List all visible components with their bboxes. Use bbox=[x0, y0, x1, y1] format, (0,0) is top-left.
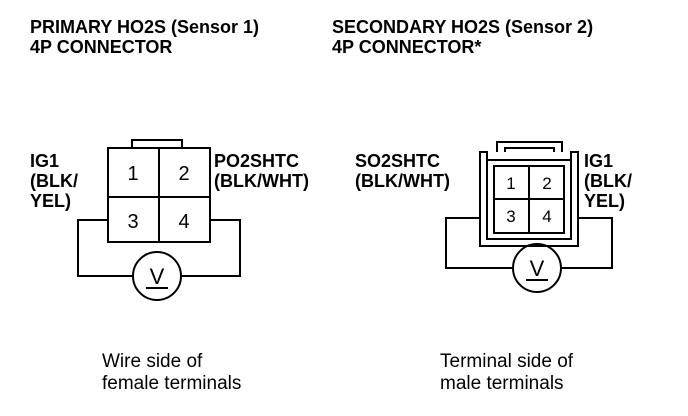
secondary-test-wiring bbox=[445, 217, 613, 293]
primary-caption-line2: female terminals bbox=[102, 373, 242, 394]
primary-title-line1: PRIMARY HO2S (Sensor 1) bbox=[30, 17, 260, 37]
primary-left-label-2: (BLK/ bbox=[30, 171, 78, 191]
secondary-pin-4: 4 bbox=[542, 207, 551, 226]
secondary-voltmeter-icon bbox=[512, 243, 562, 293]
secondary-wire-left bbox=[445, 217, 512, 269]
primary-wire-left bbox=[77, 219, 132, 277]
secondary-wire-right bbox=[562, 217, 613, 269]
primary-right-label-2: (BLK/WHT) bbox=[214, 171, 309, 191]
secondary-pin-3: 3 bbox=[506, 207, 515, 226]
primary-pin-4: 4 bbox=[178, 211, 189, 233]
primary-pin-2: 2 bbox=[178, 163, 189, 185]
primary-test-wiring bbox=[77, 219, 241, 301]
secondary-title-line2: 4P CONNECTOR* bbox=[332, 37, 482, 57]
primary-voltmeter-icon bbox=[132, 251, 182, 301]
primary-pin-3: 3 bbox=[127, 211, 138, 233]
secondary-housing-outer bbox=[479, 151, 579, 247]
secondary-pin-1: 1 bbox=[506, 174, 515, 193]
secondary-housing-inner bbox=[486, 159, 572, 240]
primary-left-label-1: IG1 bbox=[30, 151, 60, 171]
secondary-left-label-1: SO2SHTC bbox=[355, 151, 441, 171]
primary-wire-right bbox=[182, 219, 241, 277]
primary-lock-tab bbox=[131, 139, 183, 148]
primary-connector bbox=[107, 139, 211, 243]
secondary-lock-tab-outer bbox=[496, 141, 563, 152]
secondary-title-line1: SECONDARY HO2S (Sensor 2) bbox=[332, 17, 594, 37]
secondary-pin-2: 2 bbox=[542, 174, 551, 193]
secondary-voltmeter-label: V bbox=[530, 256, 545, 281]
secondary-caption-line2: male terminals bbox=[440, 373, 564, 394]
primary-left-label-3: YEL) bbox=[30, 191, 72, 211]
primary-right-label-1: PO2SHTC bbox=[214, 151, 300, 171]
secondary-left-label-2: (BLK/WHT) bbox=[355, 171, 450, 191]
primary-pin-1: 1 bbox=[127, 163, 138, 185]
secondary-connector bbox=[479, 141, 579, 247]
secondary-caption-line1: Terminal side of bbox=[440, 351, 574, 372]
primary-voltmeter-label: V bbox=[150, 264, 165, 289]
primary-caption-line1: Wire side of bbox=[102, 351, 203, 372]
primary-title-line2: 4P CONNECTOR bbox=[30, 37, 173, 57]
secondary-right-label-2: (BLK/ bbox=[584, 171, 632, 191]
secondary-lock-tab-inner bbox=[504, 147, 555, 152]
secondary-right-label-3: YEL) bbox=[584, 191, 626, 211]
secondary-right-label-1: IG1 bbox=[584, 151, 614, 171]
